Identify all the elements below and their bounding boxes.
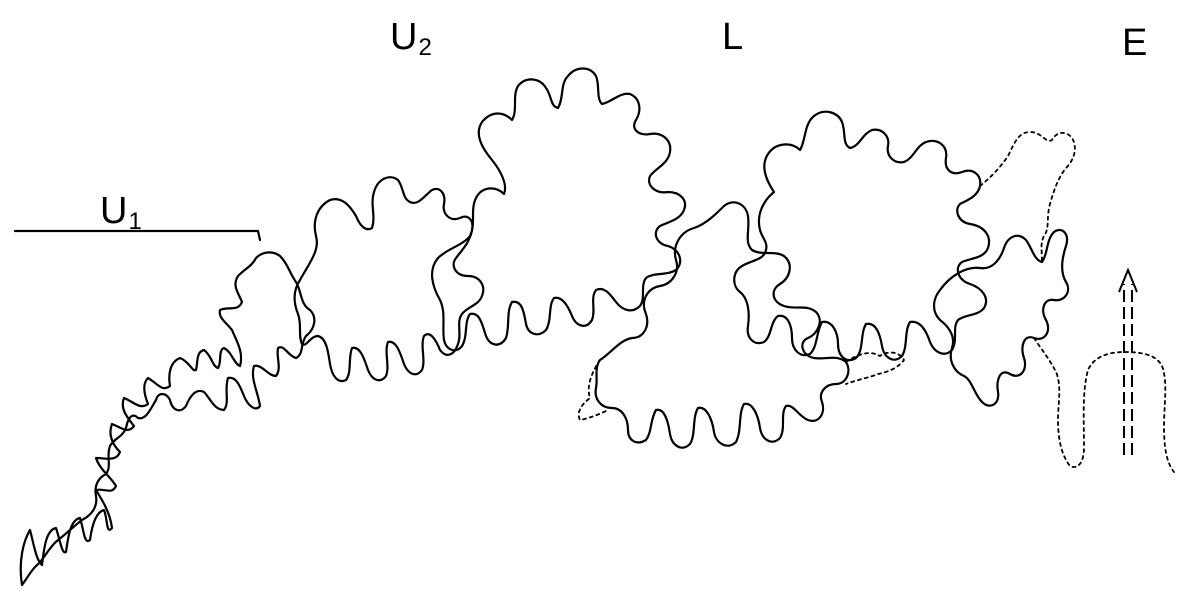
label-e: E	[1122, 22, 1148, 64]
e-upper-dotted-outline	[979, 131, 1076, 263]
l-right-dotted-outline	[845, 351, 906, 385]
label-u1: U1	[100, 190, 142, 235]
central-lobe-outline	[431, 67, 687, 352]
l-lobe-outline	[594, 201, 850, 449]
u1-bracket-line	[13, 229, 262, 242]
label-l: L	[722, 16, 744, 58]
u1-saddle-outline	[19, 251, 316, 587]
l-left-dotted-outline	[577, 359, 609, 422]
e-lobe-outline	[932, 228, 1070, 407]
u2-lobe-outline	[293, 176, 485, 383]
e-lower-dotted-outline	[1033, 337, 1175, 473]
arrow-up-icon	[1118, 267, 1138, 455]
label-u2: U2	[390, 16, 432, 61]
l-upper-lobe-outline	[733, 110, 991, 362]
